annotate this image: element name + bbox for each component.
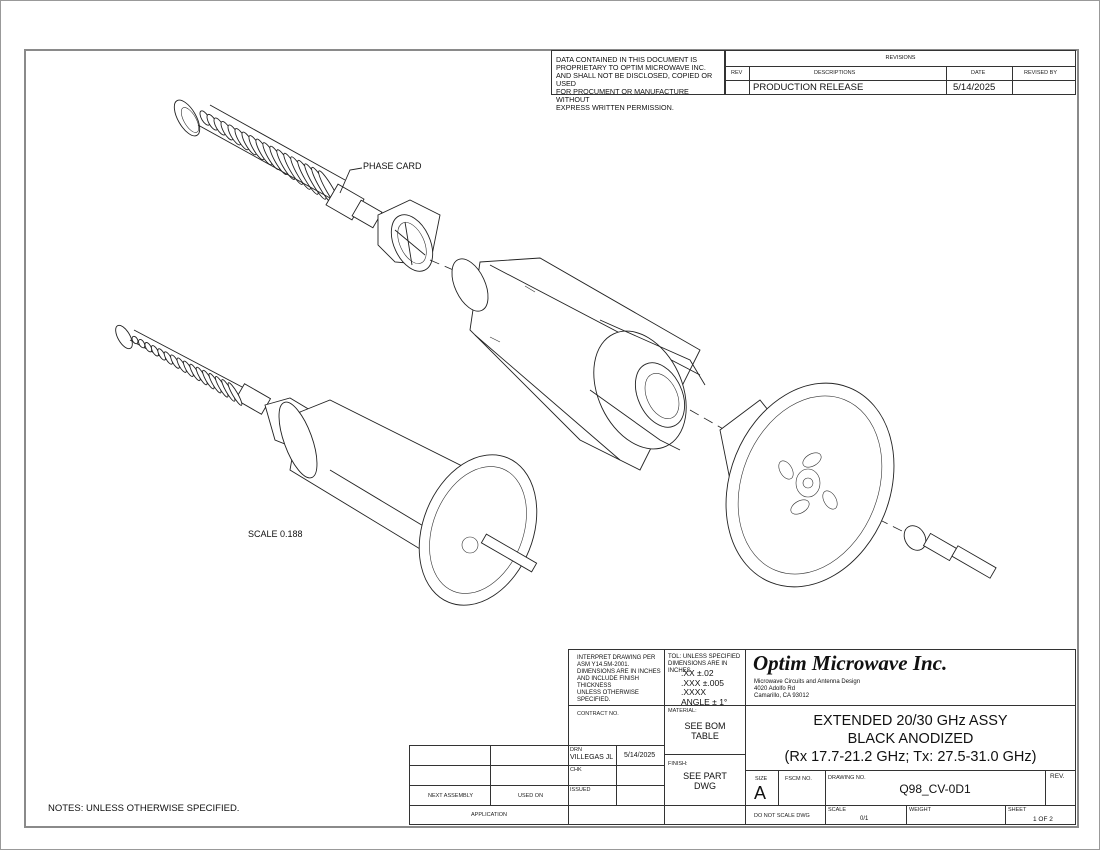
contract-no-box: CONTRACT NO.: [568, 705, 665, 746]
phase-card-leader: [339, 167, 363, 194]
sheet-size: A: [754, 783, 767, 803]
revisions-header-row: [726, 66, 1075, 81]
date-header: DATE: [971, 70, 986, 76]
do-not-scale-label: DO NOT SCALE DWG: [754, 813, 810, 819]
material-label: MATERIAL:: [668, 708, 697, 714]
notice-line: DATA CONTAINED IN THIS DOCUMENT IS: [556, 55, 698, 64]
sheet-number: 1 OF 2: [1033, 816, 1053, 823]
drawn-date: 5/14/2025: [624, 752, 656, 759]
notice-line: FOR PROCUMENT OR MANUFACTURE WITHOUT: [556, 87, 689, 104]
blank-box-2: [664, 805, 746, 825]
horn-corrugation: [227, 382, 243, 406]
scale-value: 0/1: [860, 816, 869, 822]
revision-date: 5/14/2025: [953, 82, 996, 93]
horn-corrugation: [131, 335, 139, 345]
fscm-label: FSCM NO.: [785, 776, 812, 782]
revision-description: PRODUCTION RELEASE: [753, 82, 864, 93]
lower-assembled-unit: [115, 324, 538, 606]
finish-box: FINISH: SEE PART DWG: [664, 754, 746, 806]
application-label: APPLICATION: [471, 812, 507, 818]
next-assembly-label: NEXT ASSEMBLY: [428, 793, 474, 799]
drawing-title: EXTENDED 20/30 GHz ASSY BLACK ANODIZED (…: [784, 713, 1037, 765]
material-box: MATERIAL: SEE BOM TABLE: [664, 705, 746, 755]
description-header: DESCRIPTIONS: [814, 70, 856, 76]
drawing-number: Q98_CV-0D1: [899, 782, 971, 796]
drawing-no-label: DRAWING NO.: [828, 775, 866, 781]
size-label: SIZE: [755, 776, 768, 782]
waveguide-adapter: [903, 525, 997, 579]
phase-card-callout: PHASE CARD: [363, 161, 422, 171]
application-box: APPLICATION: [409, 805, 569, 825]
horn-corrugation: [150, 345, 160, 357]
chk-label: CHK: [570, 767, 582, 773]
sheet-label: SHEET: [1008, 807, 1027, 813]
general-notes: NOTES: UNLESS OTHERWISE SPECIFIED.: [48, 803, 240, 814]
revisions-title: REVISIONS: [726, 51, 1075, 67]
issued-label: ISSUED: [570, 787, 591, 793]
contract-no-label: CONTRACT NO.: [577, 711, 619, 717]
drn-label: DRN: [570, 747, 582, 753]
rev-label: REV.: [1050, 773, 1065, 780]
upper-horn-assembly: [173, 99, 441, 272]
company-address: Microwave Circuits and Antenna Design 40…: [754, 679, 861, 699]
drawing-number-row: SIZE A FSCM NO. DRAWING NO. Q98_CV-0D1 R…: [745, 770, 1076, 806]
material-value: SEE BOM TABLE: [684, 721, 726, 741]
tolerance-box: TOL: UNLESS SPECIFIED DIMENSIONS ARE IN …: [664, 649, 746, 706]
main-housing-exploded: [451, 257, 706, 471]
notice-line: PROPRIETARY TO OPTIM MICROWAVE INC.: [556, 63, 706, 72]
approvals-table: DRN VILLEGAS JL 5/14/2025 CHK ISSUED: [568, 745, 665, 806]
proprietary-notice-box: DATA CONTAINED IN THIS DOCUMENT IS PROPR…: [551, 50, 725, 112]
tolerance-header: TOL: UNLESS SPECIFIED DIMENSIONS ARE IN …: [668, 654, 741, 674]
scale-row: DO NOT SCALE DWG SCALE 0/1 WEIGHT SHEET …: [745, 805, 1076, 825]
interpret-drawing-text: INTERPRET DRAWING PER ASM Y14.5M-2001. D…: [577, 655, 661, 703]
revisions-table: REVISIONS REV DESCRIPTIONS DATE REVISED …: [725, 50, 1076, 95]
flange-exploded: [719, 382, 895, 588]
scale-label: SCALE: [828, 807, 847, 813]
interpret-drawing-box: INTERPRET DRAWING PER ASM Y14.5M-2001. D…: [568, 649, 665, 706]
rev-header: REV: [731, 70, 743, 76]
notice-line: AND SHALL NOT BE DISCLOSED, COPIED OR US…: [556, 71, 713, 88]
next-assembly-table: NEXT ASSEMBLY USED ON: [409, 745, 569, 806]
finish-label: FINISH:: [668, 761, 688, 767]
horn-corrugation: [144, 342, 153, 353]
tolerance-values: .XX ±.02 .XXX ±.005 .XXXX ANGLE ± 1°: [681, 668, 728, 707]
blank-box: [568, 805, 665, 825]
proprietary-notice: DATA CONTAINED IN THIS DOCUMENT IS PROPR…: [556, 56, 724, 112]
scale-note: SCALE 0.188: [248, 529, 303, 539]
notice-line: EXPRESS WRITTEN PERMISSION.: [556, 103, 674, 112]
horn-corrugation: [138, 338, 146, 349]
finish-value: SEE PART DWG: [683, 771, 727, 791]
revised-by-header: REVISED BY: [1024, 70, 1058, 76]
weight-label: WEIGHT: [909, 807, 931, 813]
company-box: Optim Microwave Inc. Microwave Circuits …: [745, 649, 1076, 706]
title-box: EXTENDED 20/30 GHz ASSY BLACK ANODIZED (…: [745, 705, 1076, 771]
company-name: Optim Microwave Inc.: [753, 651, 948, 675]
drawn-by: VILLEGAS JL: [570, 754, 614, 761]
used-on-label: USED ON: [518, 793, 544, 799]
